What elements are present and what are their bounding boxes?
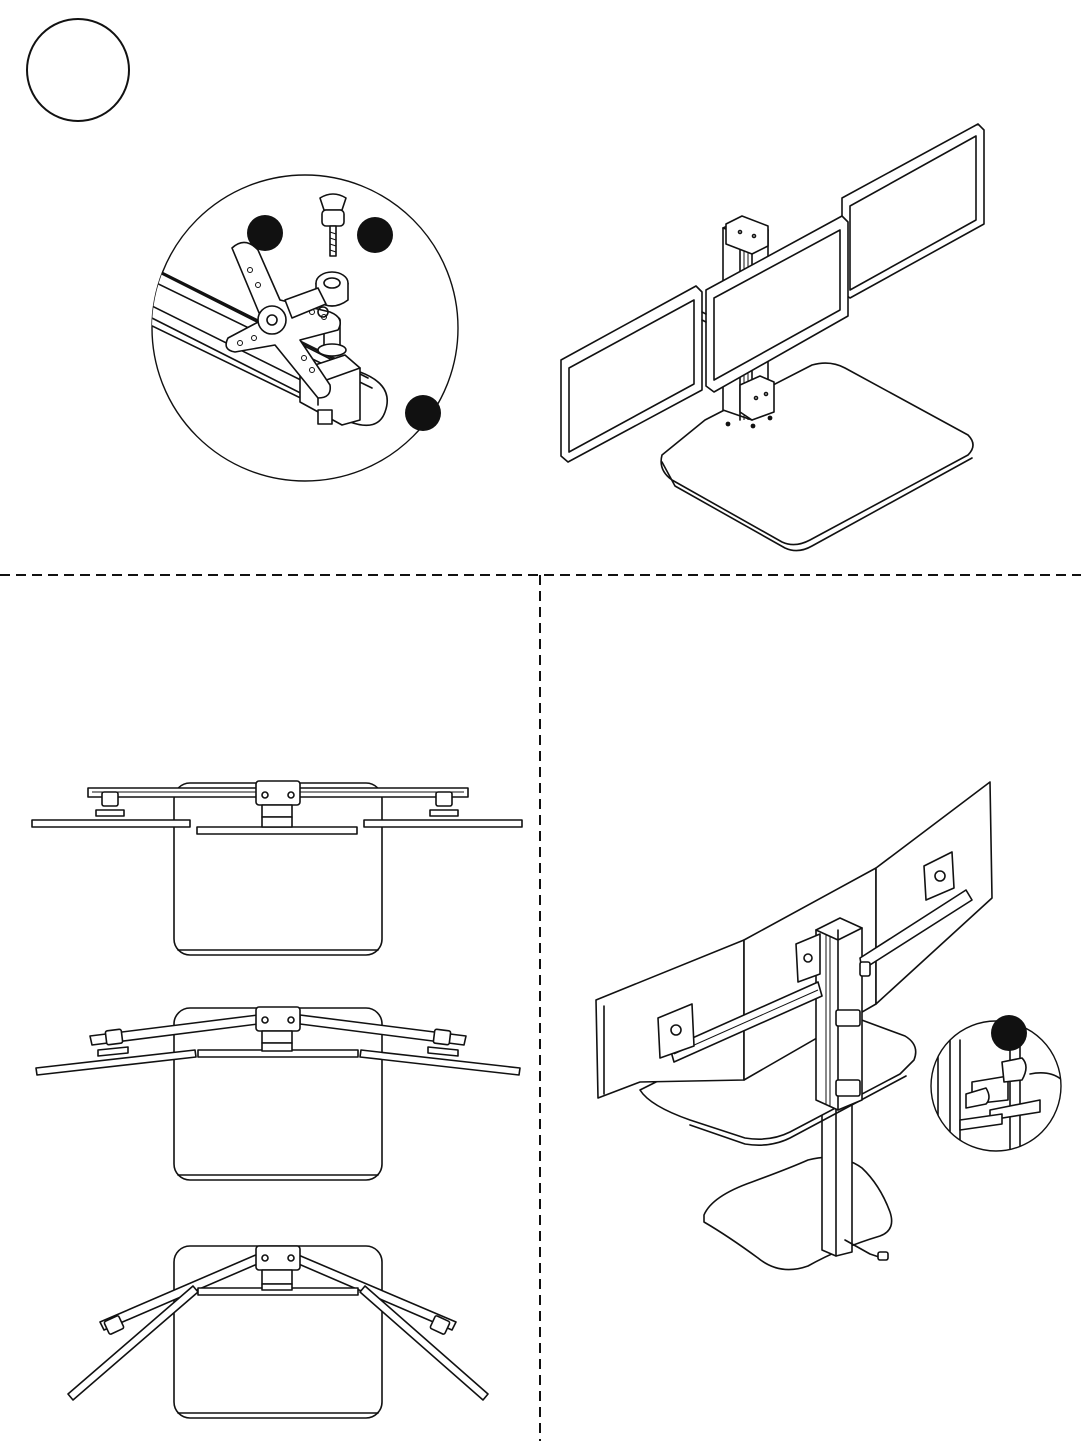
upper-left-callout [247,215,283,251]
vesa-plate-detail [140,175,458,481]
upper-right-callout [357,217,393,253]
step-number-badge [27,19,129,121]
top-view-wrap [68,1246,488,1418]
lower-callout [405,395,441,431]
monitor-right [842,124,984,298]
cable-clip-detail [931,1015,1062,1160]
cable-clip-callout [991,1015,1027,1051]
monitor-left [561,286,702,462]
top-view-flat [32,781,522,955]
triple-monitor-front [561,124,984,551]
top-view-slight-angle [36,1007,520,1180]
rear-view-cable-management [596,782,992,1270]
